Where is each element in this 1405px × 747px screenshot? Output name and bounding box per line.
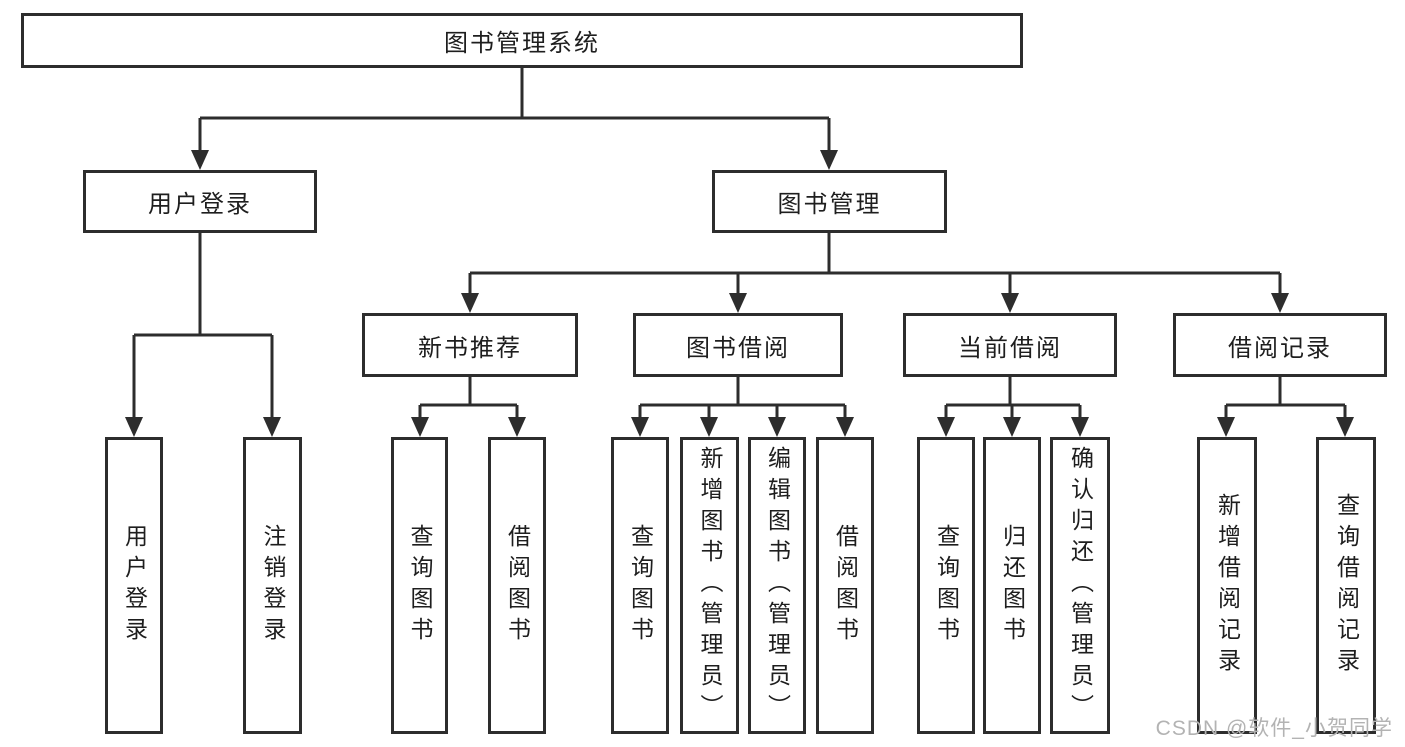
leaf-query-books-current: 查询图书	[917, 437, 975, 734]
connector-current-borrow-to-leaves	[937, 377, 1089, 437]
leaf-add-book-admin: 新增图书（管理员）	[680, 437, 739, 734]
arrowhead	[820, 150, 838, 170]
arrowhead	[411, 417, 429, 437]
arrowhead	[1217, 417, 1235, 437]
connector-book-management-to-level3	[461, 233, 1289, 313]
arrowhead	[1336, 417, 1354, 437]
leaf-query-borrow-record: 查询借阅记录	[1316, 437, 1376, 734]
leaf-borrow-books-recommend: 借阅图书	[488, 437, 546, 734]
node-root-system: 图书管理系统	[21, 13, 1023, 68]
node-label: 当前借阅	[958, 334, 1062, 362]
csdn-watermark: CSDN @软件_小贺同学	[1155, 717, 1393, 740]
node-label: 借阅记录	[1228, 334, 1332, 362]
node-borrow-records: 借阅记录	[1173, 313, 1387, 377]
node-label: 新增图书（管理员）	[697, 446, 723, 725]
arrowhead	[461, 293, 479, 313]
arrowhead	[1001, 293, 1019, 313]
connector-user-login-to-leaves	[125, 233, 281, 437]
node-new-book-recommend: 新书推荐	[362, 313, 578, 377]
arrowhead	[508, 417, 526, 437]
leaf-confirm-return-admin: 确认归还（管理员）	[1050, 437, 1110, 734]
node-label: 查询图书	[933, 523, 960, 648]
leaf-logout: 注销登录	[243, 437, 302, 734]
arrowhead	[191, 150, 209, 170]
node-label: 借阅图书	[832, 523, 859, 648]
node-label: 确认归还（管理员）	[1067, 446, 1094, 725]
node-label: 编辑图书（管理员）	[764, 446, 791, 725]
arrowhead	[700, 417, 718, 437]
leaf-user-login: 用户登录	[105, 437, 163, 734]
leaf-query-books-borrow: 查询图书	[611, 437, 669, 734]
node-label: 借阅图书	[504, 523, 531, 648]
node-user-login: 用户登录	[83, 170, 317, 233]
node-label: 图书借阅	[686, 334, 790, 362]
connector-root-to-level2	[191, 68, 838, 170]
arrowhead	[125, 417, 143, 437]
connector-new-book-recommend-to-leaves	[411, 377, 526, 437]
node-label: 查询图书	[627, 523, 654, 648]
arrowhead	[768, 417, 786, 437]
connector-book-borrow-to-leaves	[631, 377, 854, 437]
arrowhead	[937, 417, 955, 437]
arrowhead	[1271, 293, 1289, 313]
connector-borrow-records-to-leaves	[1217, 377, 1354, 437]
arrowhead	[1003, 417, 1021, 437]
leaf-query-books-recommend: 查询图书	[391, 437, 448, 734]
node-book-management: 图书管理	[712, 170, 947, 233]
node-book-borrow: 图书借阅	[633, 313, 843, 377]
node-label: 归还图书	[999, 523, 1026, 648]
node-label: 用户登录	[148, 191, 252, 218]
arrowhead	[1071, 417, 1089, 437]
arrowhead	[631, 417, 649, 437]
arrowhead	[263, 417, 281, 437]
arrowhead	[836, 417, 854, 437]
node-label: 查询借阅记录	[1333, 492, 1360, 679]
node-label: 图书管理系统	[444, 30, 600, 57]
leaf-return-books: 归还图书	[983, 437, 1041, 734]
node-label: 用户登录	[121, 523, 148, 648]
node-label: 新书推荐	[418, 334, 522, 362]
node-label: 查询图书	[407, 523, 433, 648]
leaf-edit-book-admin: 编辑图书（管理员）	[748, 437, 806, 734]
node-current-borrow: 当前借阅	[903, 313, 1117, 377]
arrowhead	[729, 293, 747, 313]
leaf-add-borrow-record: 新增借阅记录	[1197, 437, 1257, 734]
leaf-borrow-books: 借阅图书	[816, 437, 874, 734]
node-label: 图书管理	[777, 191, 882, 218]
node-label: 新增借阅记录	[1214, 492, 1241, 679]
node-label: 注销登录	[260, 523, 286, 648]
